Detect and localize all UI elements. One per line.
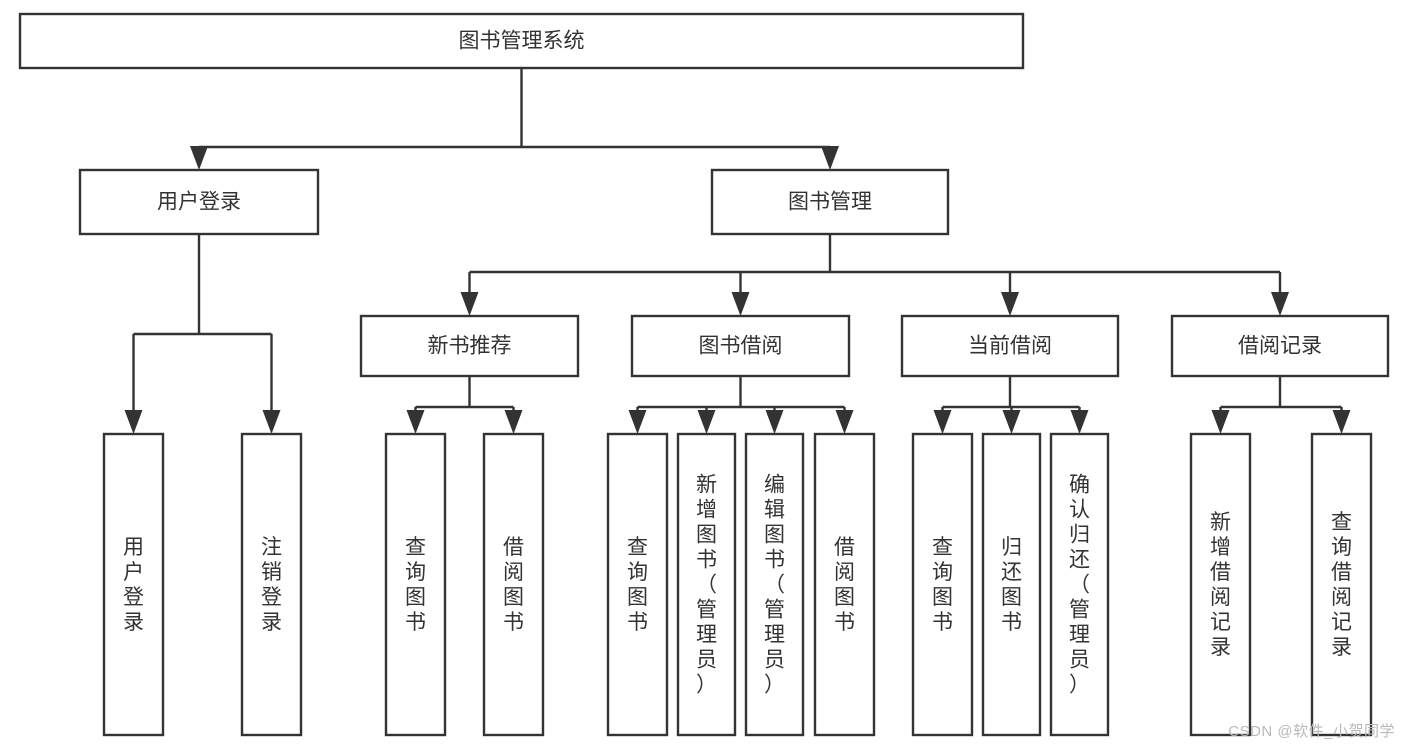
node-leaf-edit-book-label: 编辑图书（管理员） <box>764 473 785 696</box>
node-borrow-record-box <box>1170 314 1390 378</box>
connector-arrow-icon <box>1332 410 1351 434</box>
node-leaf-confirm-return[interactable]: 确认归还（管理员） <box>1049 432 1110 737</box>
node-borrow-record-label: 借阅记录 <box>1238 335 1322 358</box>
node-borrow-record[interactable]: 借阅记录 <box>1170 314 1390 378</box>
node-book-borrow-box <box>630 314 851 378</box>
connector-arrow-icon <box>1001 292 1019 316</box>
node-leaf-query-book-1-box <box>384 432 447 737</box>
connector-arrow-icon <box>406 410 425 434</box>
node-new-book-recommend-label: 新书推荐 <box>428 335 512 358</box>
node-leaf-add-record-box <box>1189 432 1252 737</box>
node-book-manage[interactable]: 图书管理 <box>710 168 950 236</box>
node-book-borrow[interactable]: 图书借阅 <box>630 314 851 378</box>
node-leaf-confirm-return-box <box>1049 432 1110 737</box>
node-leaf-query-book-2-box <box>606 432 669 737</box>
node-leaf-borrow-book-1-box <box>482 432 545 737</box>
node-leaf-borrow-book-2-label: 借阅图书 <box>834 536 855 634</box>
node-leaf-logout[interactable]: 注销登录 <box>240 432 303 737</box>
node-leaf-query-book-2[interactable]: 查询图书 <box>606 432 669 737</box>
node-leaf-borrow-book-1-label: 借阅图书 <box>503 536 524 634</box>
connector-arrow-icon <box>765 410 784 434</box>
node-root-label: 图书管理系统 <box>459 30 585 53</box>
node-current-borrow-label: 当前借阅 <box>968 335 1052 358</box>
connector-arrow-icon <box>124 410 143 434</box>
node-root-box <box>18 12 1025 70</box>
node-leaf-query-book-1-label: 查询图书 <box>405 536 426 634</box>
node-book-borrow-label: 图书借阅 <box>699 335 783 358</box>
connector-arrow-icon <box>1002 410 1021 434</box>
connector-arrow-icon <box>1211 410 1230 434</box>
node-leaf-borrow-book-2-box <box>813 432 876 737</box>
node-root[interactable]: 图书管理系统 <box>18 12 1025 70</box>
node-leaf-query-book-2-label: 查询图书 <box>627 536 648 634</box>
node-book-manage-box <box>710 168 950 236</box>
connector-arrow-icon <box>504 410 523 434</box>
node-layer: 图书管理系统用户登录图书管理新书推荐图书借阅当前借阅借阅记录用户登录注销登录查询… <box>18 12 1390 737</box>
node-leaf-user-login[interactable]: 用户登录 <box>102 432 165 737</box>
node-leaf-edit-book-box <box>744 432 805 737</box>
connector-arrow-icon <box>190 146 208 170</box>
node-leaf-return-book[interactable]: 归还图书 <box>981 432 1042 737</box>
node-leaf-add-book[interactable]: 新增图书（管理员） <box>676 432 737 737</box>
connector-layer <box>124 68 1351 434</box>
csdn-watermark: CSDN @软件_小贺同学 <box>1228 723 1395 740</box>
node-user-login-box <box>78 168 320 236</box>
node-leaf-add-book-label: 新增图书（管理员） <box>696 473 717 696</box>
connector-arrow-icon <box>1271 292 1289 316</box>
connector-arrow-icon <box>835 410 854 434</box>
node-current-borrow-box <box>900 314 1120 378</box>
node-leaf-logout-box <box>240 432 303 737</box>
connector-arrow-icon <box>262 410 281 434</box>
node-leaf-edit-book[interactable]: 编辑图书（管理员） <box>744 432 805 737</box>
node-leaf-query-record-box <box>1310 432 1373 737</box>
node-leaf-return-book-label: 归还图书 <box>1001 536 1022 634</box>
connector-arrow-icon <box>697 410 716 434</box>
node-leaf-query-book-3-box <box>911 432 974 737</box>
node-leaf-query-book-3-label: 查询图书 <box>932 536 953 634</box>
node-leaf-add-record-label: 新增借阅记录 <box>1210 511 1231 659</box>
node-leaf-confirm-return-label: 确认归还（管理员） <box>1069 473 1090 696</box>
node-current-borrow[interactable]: 当前借阅 <box>900 314 1120 378</box>
connector-arrow-icon <box>821 146 839 170</box>
node-new-book-recommend-box <box>359 314 580 378</box>
connector-arrow-icon <box>731 292 750 316</box>
node-leaf-return-book-box <box>981 432 1042 737</box>
node-leaf-borrow-book-1[interactable]: 借阅图书 <box>482 432 545 737</box>
node-book-manage-label: 图书管理 <box>788 191 872 214</box>
node-leaf-query-record[interactable]: 查询借阅记录 <box>1310 432 1373 737</box>
connector-arrow-icon <box>933 410 952 434</box>
node-leaf-add-record[interactable]: 新增借阅记录 <box>1189 432 1252 737</box>
node-leaf-logout-label: 注销登录 <box>261 536 282 634</box>
connector-arrow-icon <box>628 410 647 434</box>
node-leaf-query-record-label: 查询借阅记录 <box>1331 511 1352 659</box>
node-leaf-query-book-3[interactable]: 查询图书 <box>911 432 974 737</box>
node-leaf-borrow-book-2[interactable]: 借阅图书 <box>813 432 876 737</box>
connector-arrow-icon <box>460 292 479 316</box>
node-new-book-recommend[interactable]: 新书推荐 <box>359 314 580 378</box>
node-leaf-query-book-1[interactable]: 查询图书 <box>384 432 447 737</box>
node-user-login-label: 用户登录 <box>157 191 241 214</box>
node-leaf-user-login-box <box>102 432 165 737</box>
node-leaf-add-book-box <box>676 432 737 737</box>
node-user-login[interactable]: 用户登录 <box>78 168 320 236</box>
node-leaf-user-login-label: 用户登录 <box>123 536 144 634</box>
connector-arrow-icon <box>1070 410 1089 434</box>
